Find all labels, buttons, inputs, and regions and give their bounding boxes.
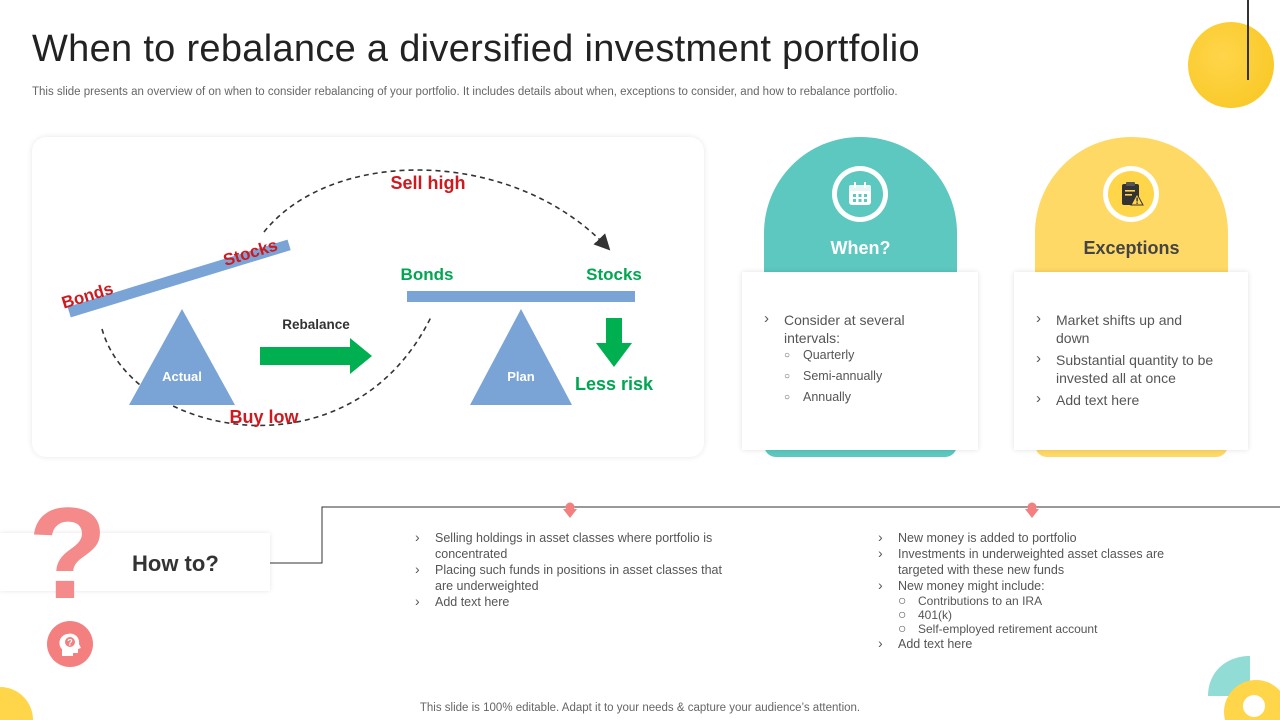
- howto-item: Placing such funds in positions in asset…: [415, 561, 725, 594]
- when-subitem: Annually: [784, 389, 964, 406]
- howto-item: New money is added to portfolio: [878, 529, 1188, 546]
- exceptions-item: Substantial quantity to be invested all …: [1036, 350, 1226, 387]
- when-icon-badge: [832, 166, 888, 222]
- left-stocks-label: Stocks: [221, 236, 280, 270]
- plan-triangle: [470, 309, 572, 405]
- howto-sublist: Contributions to an IRA 401(k) Self-empl…: [898, 593, 1188, 636]
- buy-low-arc: [101, 314, 433, 427]
- when-item: Consider at several intervals: Quarterly…: [764, 310, 964, 406]
- howto-list-1: Selling holdings in asset classes where …: [415, 529, 725, 610]
- howto-subitem: 401(k): [898, 607, 1188, 622]
- left-beam: [67, 239, 291, 318]
- page-title: When to rebalance a diversified investme…: [32, 28, 920, 70]
- howto-connector-lines: [270, 502, 1280, 564]
- howto-item: New money might include: Contributions t…: [878, 577, 1188, 636]
- when-subitem: Quarterly: [784, 347, 964, 364]
- howto-list-2: New money is added to portfolio Investme…: [878, 529, 1188, 652]
- exceptions-icon-badge: [1103, 166, 1159, 222]
- exceptions-content-box: Market shifts up and down Substantial qu…: [1014, 272, 1248, 450]
- pin-icon: [563, 502, 577, 518]
- howto-item: Add text here: [415, 593, 725, 610]
- when-sublist: Quarterly Semi-annually Annually: [784, 347, 964, 406]
- decorative-circle: [0, 687, 33, 720]
- plan-label: Plan: [507, 369, 535, 384]
- sell-high-label: Sell high: [390, 173, 465, 193]
- right-stocks-label: Stocks: [586, 265, 642, 284]
- sell-high-arc: [263, 169, 611, 251]
- actual-triangle: [129, 309, 235, 405]
- exceptions-item: Market shifts up and down: [1036, 310, 1196, 347]
- decorative-circle: [1188, 22, 1274, 108]
- howto-box: [0, 533, 270, 591]
- exceptions-list: Market shifts up and down Substantial qu…: [1036, 310, 1236, 413]
- exceptions-heading: Exceptions: [1083, 238, 1180, 258]
- howto-label: How to?: [132, 551, 219, 576]
- when-list: Consider at several intervals: Quarterly…: [764, 310, 964, 410]
- page-subtitle: This slide presents an overview of on wh…: [32, 86, 898, 98]
- footer-note: This slide is 100% editable. Adapt it to…: [419, 702, 861, 714]
- decorative-line: [1247, 0, 1249, 80]
- howto-item: Add text here: [878, 635, 1188, 652]
- rebalance-arrow: [260, 338, 372, 374]
- down-arrow-icon: [596, 318, 632, 367]
- howto-subitem: Contributions to an IRA: [898, 593, 1188, 608]
- decorative-shape: [1208, 656, 1280, 720]
- right-bonds-label: Bonds: [401, 265, 454, 284]
- rebalance-diagram: Sell high Buy low Bonds Stocks Actual Re…: [59, 169, 654, 427]
- right-beam: [407, 291, 635, 302]
- actual-label: Actual: [162, 369, 202, 384]
- clipboard-warning-icon: [1108, 171, 1154, 217]
- pin-icon: [1025, 502, 1039, 518]
- buy-low-label: Buy low: [229, 407, 299, 427]
- head-question-icon: ?: [47, 621, 93, 667]
- howto-item: Selling holdings in asset classes where …: [415, 529, 725, 562]
- question-mark-icon: ?: [28, 480, 108, 626]
- howto-item: Investments in underweighted asset class…: [878, 545, 1188, 578]
- exceptions-item: Add text here: [1036, 390, 1236, 409]
- less-risk-label: Less risk: [575, 374, 654, 394]
- calendar-icon: [837, 171, 883, 217]
- when-content-box: Consider at several intervals: Quarterly…: [742, 272, 978, 450]
- when-subitem: Semi-annually: [784, 368, 964, 385]
- howto-subitem: Self-employed retirement account: [898, 621, 1188, 636]
- when-heading: When?: [830, 238, 891, 258]
- svg-text:?: ?: [67, 638, 73, 648]
- rebalance-label: Rebalance: [282, 317, 350, 332]
